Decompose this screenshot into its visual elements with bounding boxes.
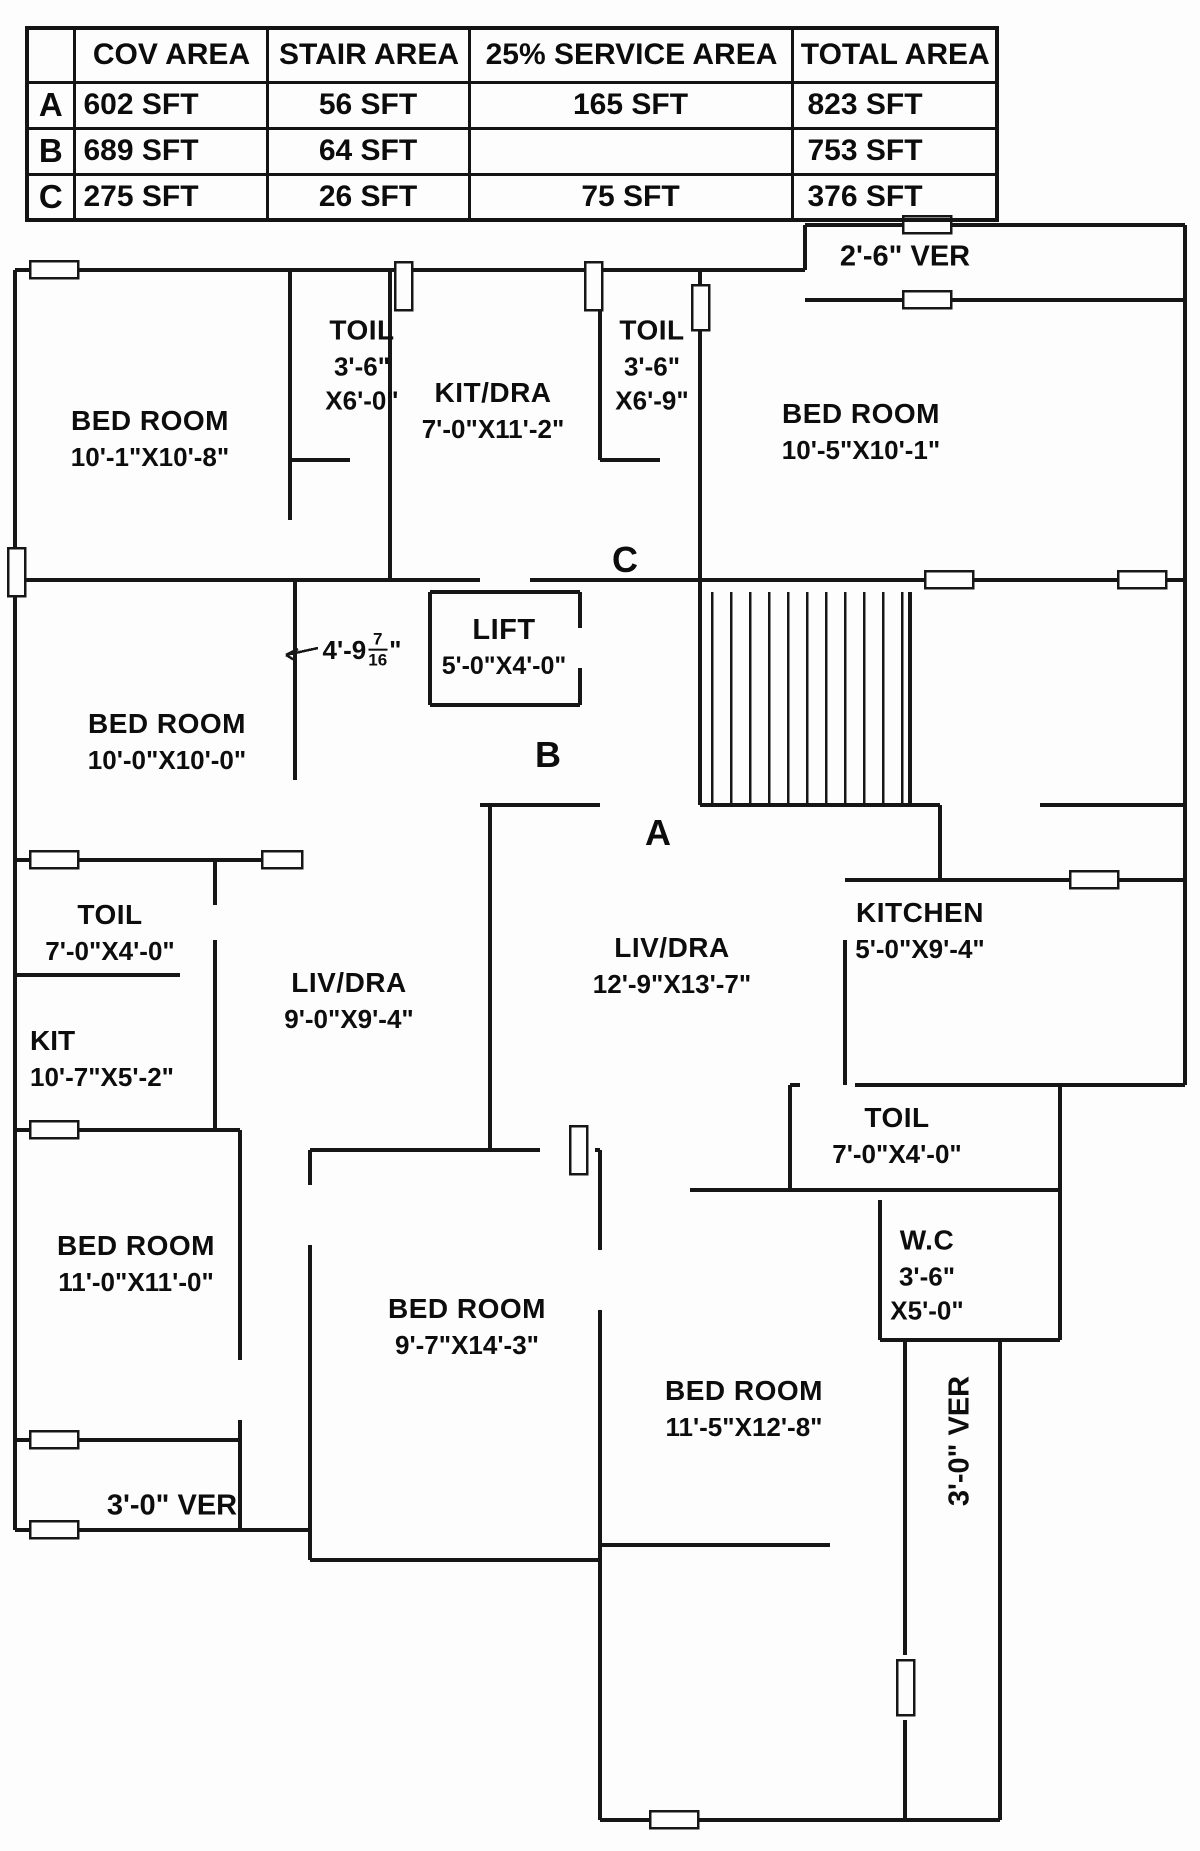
room-name: LIV/DRA bbox=[291, 966, 407, 998]
stair-cell: 56 SFT bbox=[265, 80, 471, 130]
room-label-livdra-a: LIV/DRA 12'-9"X13'-7" bbox=[593, 929, 751, 1001]
room-name: KITCHEN bbox=[856, 896, 984, 928]
room-dims: 3'-6" bbox=[898, 1260, 956, 1291]
cov-cell: 689 SFT bbox=[72, 126, 269, 176]
room-name: KIT bbox=[30, 1025, 76, 1056]
stair-cell: 26 SFT bbox=[265, 172, 471, 222]
table-row-c: C 275 SFT 26 SFT 75 SFT 376 SFT bbox=[25, 172, 999, 222]
dim-pre: 4'-9 bbox=[322, 634, 367, 665]
total-cell: 376 SFT bbox=[790, 172, 999, 222]
unit-cell: A bbox=[25, 80, 76, 130]
room-dims: 11'-0"X11'-0" bbox=[58, 1266, 214, 1297]
room-dims: 9'-0"X9'-4" bbox=[284, 1003, 414, 1034]
table-row-b: B 689 SFT 64 SFT 753 SFT bbox=[25, 126, 999, 176]
room-dims: 10'-5"X10'-1" bbox=[781, 434, 941, 465]
room-label-toil-left: TOIL 7'-0"X4'-0" bbox=[45, 896, 175, 968]
total-cell: 753 SFT bbox=[790, 126, 999, 176]
window-symbols bbox=[6, 214, 1168, 1830]
header-service-area: 25% SERVICE AREA bbox=[467, 26, 794, 84]
dim-numerator: 7 bbox=[372, 629, 383, 649]
room-label-wc: W.C 3'-6" X5'-0" bbox=[890, 1221, 963, 1328]
verandah-label-bottom-left: 3'-0" VER bbox=[106, 1489, 238, 1522]
room-label-bedroom-mid-left: BED ROOM 10'-0"X10'-0" bbox=[88, 705, 246, 777]
unit-label-b: B bbox=[535, 734, 561, 775]
room-dims: X6'-0" bbox=[325, 385, 399, 416]
room-name: W.C bbox=[899, 1224, 955, 1256]
stair-cell: 64 SFT bbox=[265, 126, 471, 176]
dim-denominator: 16 bbox=[368, 648, 388, 670]
room-dims: X5'-0" bbox=[890, 1295, 964, 1326]
room-label-bedroom-bottom-middle: BED ROOM 9'-7"X14'-3" bbox=[388, 1290, 546, 1362]
cov-cell: 602 SFT bbox=[72, 80, 269, 130]
walls-layer bbox=[13, 223, 1187, 1822]
room-dims: 10'-7"X5'-2" bbox=[30, 1062, 174, 1093]
service-cell: 75 SFT bbox=[467, 172, 794, 222]
room-label-kit-dra: KIT/DRA 7'-0"X11'-2" bbox=[422, 374, 565, 446]
service-cell bbox=[467, 126, 794, 176]
room-label-toil-right: TOIL 7'-0"X4'-0" bbox=[832, 1099, 962, 1171]
unit-cell: B bbox=[25, 126, 76, 176]
room-dims: 10'-0"X10'-0" bbox=[87, 744, 247, 775]
room-dims: 10'-1"X10'-8" bbox=[70, 441, 230, 472]
header-blank bbox=[25, 26, 76, 84]
room-label-bedroom-bottom-left: BED ROOM 11'-0"X11'-0" bbox=[57, 1227, 215, 1299]
total-cell: 823 SFT bbox=[790, 80, 999, 130]
room-dims: 12'-9"X13'-7" bbox=[592, 968, 752, 999]
table-row-a: A 602 SFT 56 SFT 165 SFT 823 SFT bbox=[25, 80, 999, 130]
room-dims: 7'-0"X4'-0" bbox=[832, 1138, 962, 1169]
room-name: BED ROOM bbox=[88, 707, 246, 739]
unit-label-c: C bbox=[612, 539, 638, 580]
room-name: BED ROOM bbox=[388, 1292, 546, 1324]
unit-label-a: A bbox=[645, 812, 671, 853]
room-name: LIV/DRA bbox=[614, 931, 730, 963]
service-cell: 165 SFT bbox=[467, 80, 794, 130]
room-label-livdra-b: LIV/DRA 9'-0"X9'-4" bbox=[284, 964, 414, 1036]
header-cov-area: COV AREA bbox=[72, 26, 269, 84]
room-dims: 11'-5"X12'-8" bbox=[665, 1411, 823, 1442]
room-name: BED ROOM bbox=[782, 397, 940, 429]
verandah-label-top: 2'-6" VER bbox=[839, 240, 971, 273]
stairs-hatch bbox=[710, 592, 904, 803]
room-name: BED ROOM bbox=[57, 1229, 215, 1261]
area-table-header-row: COV AREA STAIR AREA 25% SERVICE AREA TOT… bbox=[25, 26, 999, 84]
dimension-arrow bbox=[285, 646, 319, 663]
cov-cell: 275 SFT bbox=[72, 172, 269, 222]
room-name: BED ROOM bbox=[665, 1374, 823, 1406]
room-dims: 7'-0"X11'-2" bbox=[421, 413, 565, 444]
room-name: BED ROOM bbox=[71, 404, 229, 436]
dim-suffix: " bbox=[389, 634, 402, 665]
room-label-lift: LIFT 5'-0"X4'-0" bbox=[442, 611, 567, 683]
room-name: KIT/DRA bbox=[434, 376, 552, 408]
room-label-toil-top-left: TOIL 3'-6" X6'-0" bbox=[325, 311, 398, 418]
room-dims: 7'-0"X4'-0" bbox=[45, 935, 175, 966]
room-name: TOIL bbox=[329, 314, 395, 346]
room-name: LIFT bbox=[472, 613, 536, 646]
room-dims: X6'-9" bbox=[615, 385, 689, 416]
room-name: TOIL bbox=[619, 314, 685, 346]
area-table: COV AREA STAIR AREA 25% SERVICE AREA TOT… bbox=[25, 26, 999, 222]
header-stair-area: STAIR AREA bbox=[265, 26, 471, 84]
room-dims: 5'-0"X9'-4" bbox=[855, 933, 985, 964]
room-dims: 3'-6" bbox=[333, 350, 391, 381]
room-dims: 9'-7"X14'-3" bbox=[395, 1329, 539, 1360]
unit-cell: C bbox=[25, 172, 76, 222]
room-label-toil-top-center: TOIL 3'-6" X6'-9" bbox=[615, 311, 688, 418]
room-label-kitchen: KITCHEN 5'-0"X9'-4" bbox=[855, 894, 985, 966]
room-label-kit-left: KIT 10'-7"X5'-2" bbox=[30, 1022, 174, 1095]
room-dims: 5'-0"X4'-0" bbox=[441, 651, 567, 680]
room-label-bedroom-top-right: BED ROOM 10'-5"X10'-1" bbox=[782, 395, 940, 467]
room-name: TOIL bbox=[864, 1101, 930, 1133]
room-label-bedroom-top-left: BED ROOM 10'-1"X10'-8" bbox=[71, 402, 229, 474]
verandah-label-bottom-right: 3'-0" VER bbox=[943, 1375, 976, 1507]
room-label-bedroom-bottom-right: BED ROOM 11'-5"X12'-8" bbox=[665, 1372, 823, 1444]
room-dims: 3'-6" bbox=[623, 350, 681, 381]
header-total-area: TOTAL AREA bbox=[790, 26, 999, 84]
room-name: TOIL bbox=[77, 898, 143, 930]
